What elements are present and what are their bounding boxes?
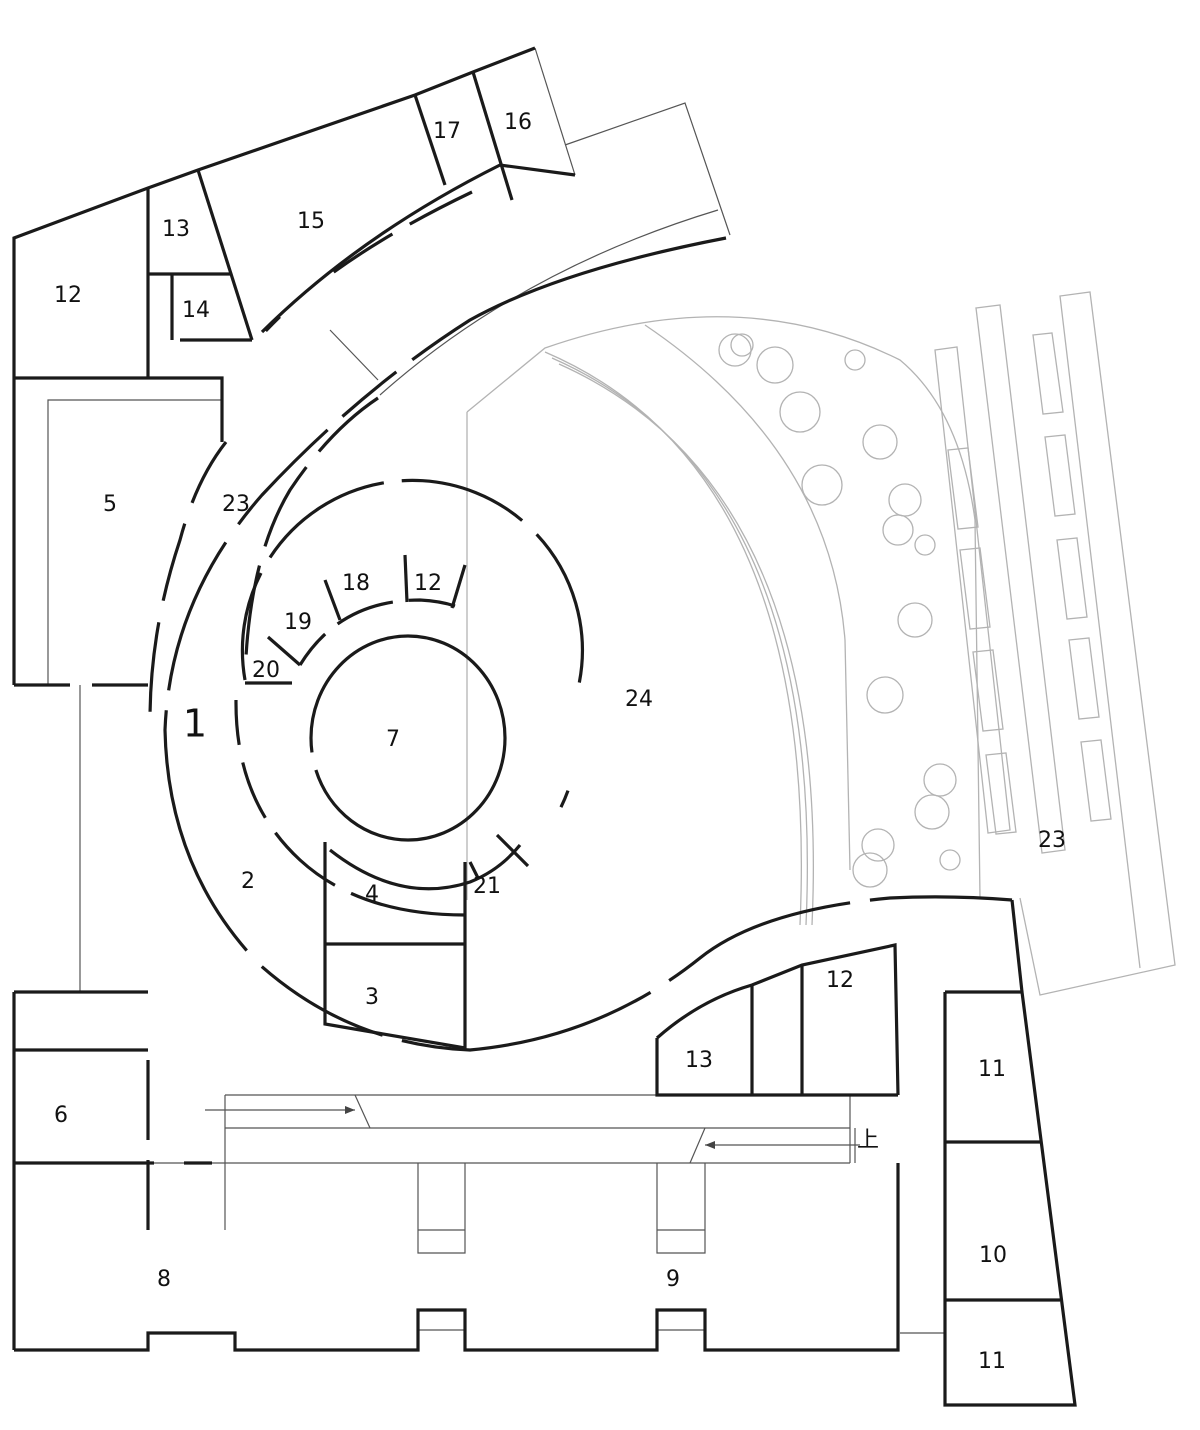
label-7: 7 [386, 727, 400, 752]
label-9: 9 [666, 1267, 680, 1292]
label-6: 6 [54, 1103, 68, 1128]
label-12-ring: 12 [414, 571, 442, 596]
stair-up-label: 上 [857, 1128, 879, 1153]
label-13-lower: 13 [685, 1048, 713, 1073]
label-11-lower: 11 [978, 1349, 1006, 1374]
label-24: 24 [625, 687, 653, 712]
garden-area [466, 291, 1176, 996]
stair-arrows [345, 1106, 715, 1149]
label-13-upper: 13 [162, 217, 190, 242]
label-1: 1 [183, 702, 207, 746]
label-18: 18 [342, 571, 370, 596]
label-17: 17 [433, 119, 461, 144]
label-12-topleft: 12 [54, 283, 82, 308]
label-14: 14 [182, 298, 210, 323]
label-12-lower: 12 [826, 968, 854, 993]
label-3: 3 [365, 985, 379, 1010]
label-23-corridor: 23 [222, 492, 250, 517]
label-10: 10 [979, 1243, 1007, 1268]
walls [12, 46, 1077, 1407]
room-labels: 1 2 3 4 5 6 7 8 9 10 11 11 12 12 12 13 1… [54, 110, 1066, 1374]
label-5: 5 [103, 492, 117, 517]
label-19: 19 [284, 610, 312, 635]
label-2: 2 [241, 869, 255, 894]
thin-lines [14, 47, 945, 1334]
label-8: 8 [157, 1267, 171, 1292]
label-20: 20 [252, 658, 280, 683]
label-23-garden: 23 [1038, 828, 1066, 853]
label-11-upper: 11 [978, 1057, 1006, 1082]
label-16: 16 [504, 110, 532, 135]
label-21: 21 [473, 874, 501, 899]
label-15: 15 [297, 209, 325, 234]
label-4: 4 [365, 882, 379, 907]
